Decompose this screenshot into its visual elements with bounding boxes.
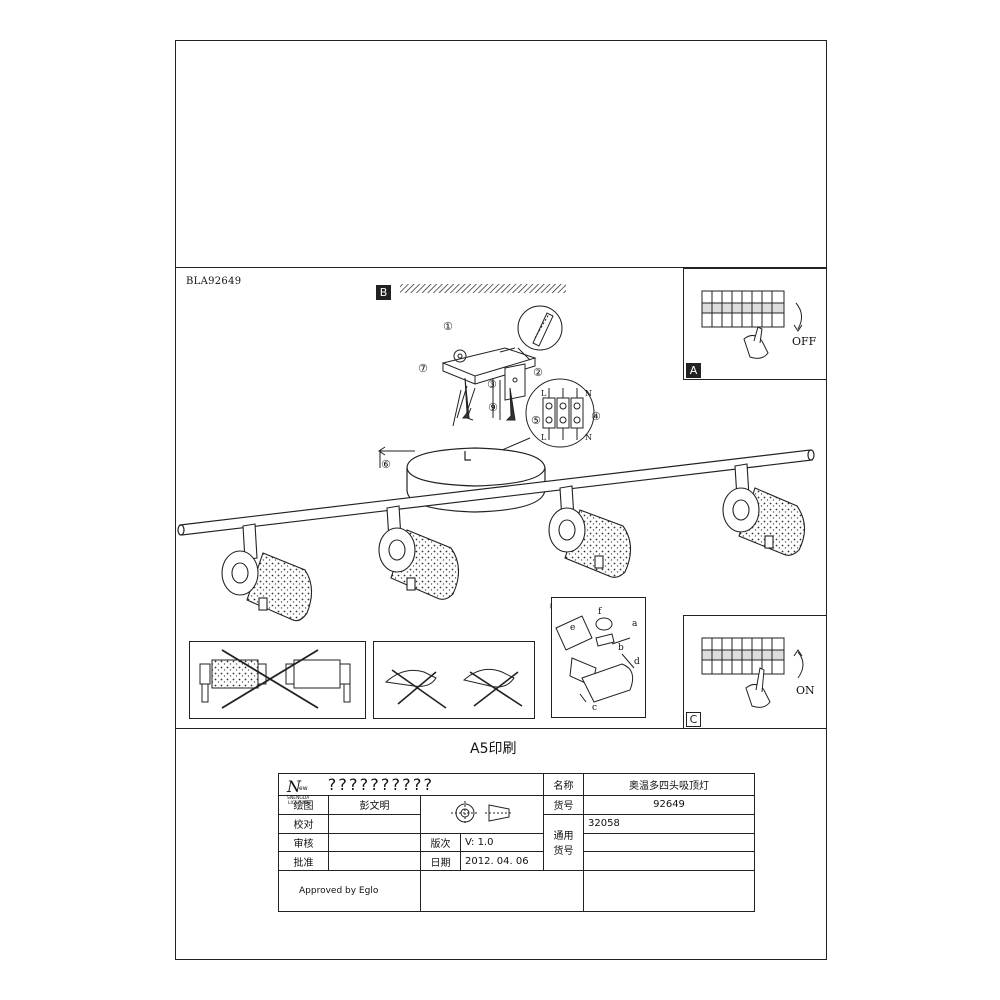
callout-1: ① [443, 320, 453, 333]
projection-symbol [451, 800, 513, 825]
spotlight-1 [221, 523, 313, 622]
callout-9: ⑨ [488, 401, 498, 414]
svg-text:N: N [286, 778, 302, 796]
terminal-letter-n-bottom: N [585, 433, 592, 442]
callout-3: ③ [487, 378, 497, 391]
spot-letter-d: d [634, 657, 640, 667]
assembly-drawing: ① ② ③ ④ ⑤ ⑥ ⑦ ⑧ ⑨ L N L N [177, 284, 815, 622]
panel-no-contact [189, 641, 366, 719]
spot-letter-a: a [632, 619, 638, 629]
spotlight-4 [722, 463, 806, 556]
terminal-letter-l-top: L [541, 389, 547, 398]
svg-text:ew: ew [299, 785, 308, 792]
top-divider [175, 267, 827, 268]
panel-spot-adjust: a b c d e f [551, 597, 646, 718]
spot-adjust-drawing: a b c d e f [555, 607, 640, 713]
terminal-block-inset [494, 378, 595, 454]
terminal-letter-l-bottom: L [541, 433, 547, 442]
breaker-on-drawing [701, 637, 804, 708]
panel-a-tag: A [686, 363, 701, 378]
name-value: 奥温多四头吸顶灯 [583, 772, 756, 797]
projection-symbol-cell [419, 795, 545, 834]
company-name: ?????????? [327, 775, 434, 795]
panel-a-off-label: OFF [792, 335, 817, 348]
title-block: N ew SNENGDA LIGHTING ?????????? 名称 奥温多四… [277, 772, 756, 912]
version-label: 版次 [420, 832, 461, 853]
spot-letter-e: e [570, 623, 575, 633]
approve-value [328, 851, 421, 872]
panel-a: OFF A [683, 268, 827, 380]
common-item-label-cell: 通用 货号 [543, 813, 585, 872]
svg-text:LIGHTING: LIGHTING [288, 800, 310, 806]
review-label: 审核 [278, 832, 329, 853]
item-value: 92649 [583, 795, 756, 815]
callout-7: ⑦ [418, 362, 428, 375]
common-item-label-2: 货号 [553, 846, 574, 858]
svg-text:SNENGDA: SNENGDA [287, 795, 310, 801]
wall-plug-inset [517, 305, 563, 361]
panel-c: ON C [683, 615, 827, 729]
panel-c-on-label: ON [796, 684, 815, 697]
check-label: 校对 [278, 813, 329, 834]
breaker-off-drawing [701, 290, 803, 359]
panel-b-tag: B [376, 285, 391, 300]
spot-letter-c: c [592, 703, 597, 713]
spotlight-2 [378, 505, 460, 600]
callout-2: ② [533, 366, 543, 379]
no-hands-drawing [384, 668, 523, 709]
check-value [328, 813, 421, 834]
page-frame [175, 40, 827, 960]
approved-by: Approved by Eglo [278, 870, 421, 912]
rotate-arrow [378, 446, 415, 468]
spot-letter-b: b [618, 643, 624, 653]
print-size-note: A5印刷 [470, 741, 517, 757]
common-item-label-1: 通用 [553, 831, 574, 843]
light-bar [177, 449, 815, 536]
common-item-value: 32058 [583, 813, 756, 834]
terminal-letter-n-top: N [585, 389, 592, 398]
callout-4: ④ [591, 410, 601, 423]
review-value [328, 832, 421, 853]
panel-no-hands [373, 641, 535, 719]
common-item-value-3 [583, 851, 756, 872]
bottom-divider [175, 728, 827, 729]
company-cell: N ew SNENGDA LIGHTING ?????????? [277, 772, 545, 806]
common-item-value-2 [583, 832, 756, 853]
date-label: 日期 [420, 851, 461, 872]
spot-letter-f: f [598, 607, 602, 617]
name-label: 名称 [543, 772, 585, 797]
version-value: V: 1.0 [459, 832, 545, 853]
item-label: 货号 [543, 795, 585, 815]
mounting-bracket [441, 347, 537, 427]
drawn-value: 彭文明 [328, 795, 421, 815]
approval-blank-2 [583, 870, 756, 912]
drawing-code: BLA92649 [186, 276, 242, 287]
spotlight-3 [548, 485, 632, 578]
panel-c-tag: C [686, 712, 701, 727]
callout-6: ⑥ [381, 458, 391, 471]
approve-label: 批准 [278, 851, 329, 872]
approval-blank-1 [419, 870, 585, 912]
date-value: 2012. 04. 06 [459, 851, 545, 872]
callout-5: ⑤ [531, 414, 541, 427]
ceiling-hatch [400, 284, 566, 293]
company-logo: N ew SNENGDA LIGHTING [286, 778, 310, 806]
no-contact-drawing [199, 649, 351, 709]
